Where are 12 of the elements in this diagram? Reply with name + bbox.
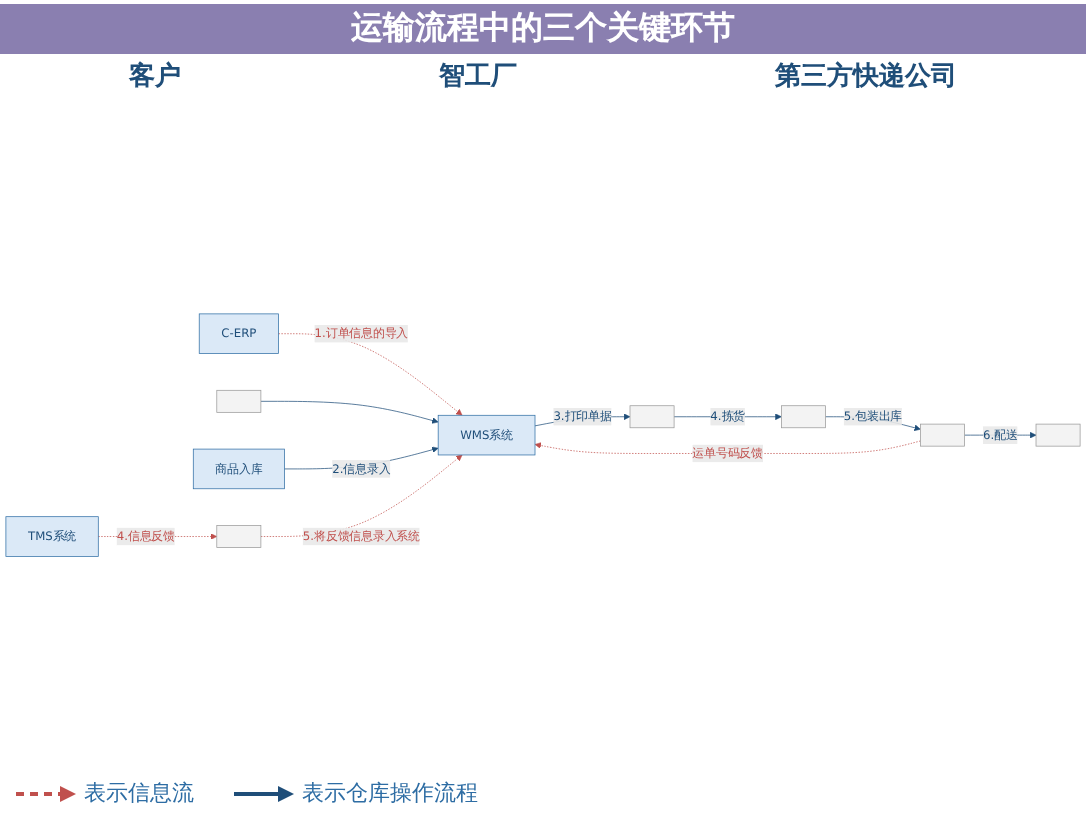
lane-heading: 智工厂 (439, 60, 517, 94)
node-box (781, 406, 826, 429)
lane-heading: 第三方快递公司 (775, 59, 957, 94)
node-box (216, 526, 262, 549)
legend-text: 表示仓库操作流程 (302, 778, 478, 808)
node-box (216, 390, 262, 414)
node-box (629, 406, 675, 429)
node-box (1035, 424, 1081, 448)
title: 运输流程中的三个关键环节 (0, 4, 1086, 54)
node-box (920, 424, 965, 448)
legend-text: 表示信息流 (84, 778, 194, 808)
lane-heading: 客户 (129, 59, 181, 94)
